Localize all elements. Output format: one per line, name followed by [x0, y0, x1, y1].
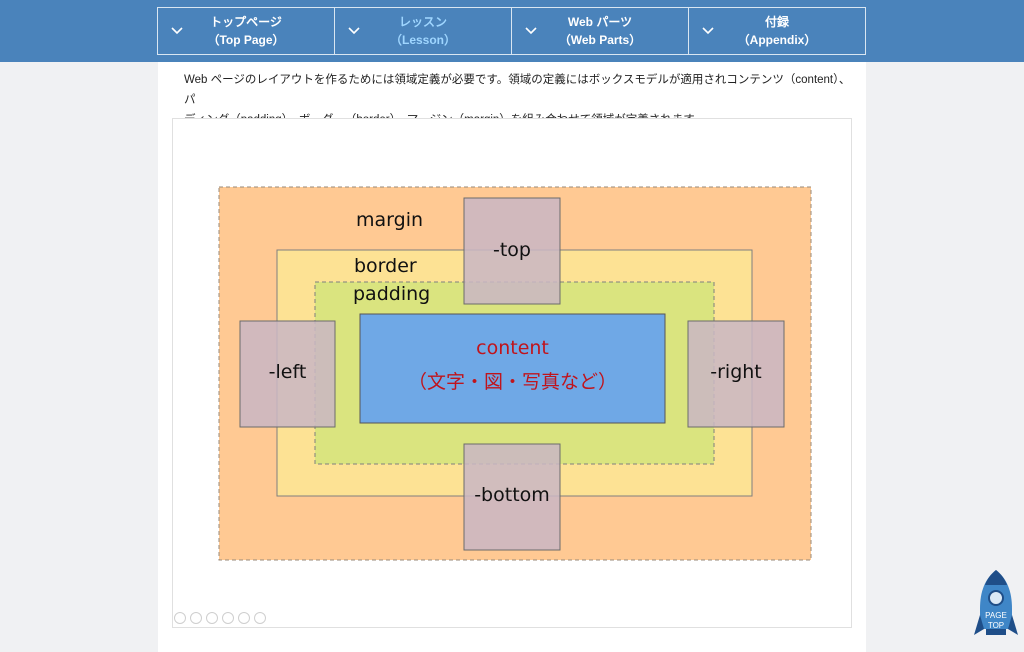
padding-label: padding [353, 283, 431, 305]
nav-item-sublabel: （Lesson） [389, 33, 456, 47]
page-top-button[interactable]: PAGE TOP [974, 569, 1018, 641]
left-overlay [239, 320, 336, 428]
content-area [359, 313, 666, 424]
global-nav: トップページ （Top Page） レッスン （Lesson） Web パーツ … [157, 7, 866, 55]
nav-item-appendix[interactable]: 付録 （Appendix） [689, 8, 865, 54]
copy-icon[interactable] [222, 612, 234, 624]
margin-label: margin [356, 209, 424, 231]
play-icon[interactable] [190, 612, 202, 624]
more-icon[interactable] [254, 612, 266, 624]
intro-line: Web ページのレイアウトを作るためには領域定義が必要です。領域の定義にはボック… [184, 74, 851, 106]
chevron-down-icon [348, 27, 360, 35]
chevron-down-icon [702, 27, 714, 35]
nav-item-label: レッスン [398, 15, 447, 29]
bottom-overlay [463, 443, 561, 551]
nav-item-sublabel: （Top Page） [207, 33, 285, 47]
zoom-icon[interactable] [238, 612, 250, 624]
chevron-down-icon [171, 27, 183, 35]
figure-toolbar [174, 612, 266, 624]
top-label: -top [493, 239, 531, 261]
top-overlay [463, 197, 561, 305]
border-label: border [354, 255, 417, 277]
nav-item-sublabel: （Web Parts） [558, 33, 642, 47]
content-sublabel: （文字・図・写真など） [407, 371, 617, 393]
right-overlay [687, 320, 785, 428]
header-bar [0, 0, 1024, 62]
content-label: content [476, 337, 549, 359]
nav-item-label: 付録 [764, 15, 789, 29]
page-top-label: PAGE [985, 611, 1007, 620]
prev-icon[interactable] [174, 612, 186, 624]
nav-item-label: Web パーツ [567, 15, 633, 29]
page-top-label: TOP [987, 621, 1005, 630]
chevron-down-icon [525, 27, 537, 35]
bottom-label: -bottom [474, 484, 550, 506]
pen-icon[interactable] [206, 612, 218, 624]
nav-item-web-parts[interactable]: Web パーツ （Web Parts） [512, 8, 689, 54]
nav-item-top-page[interactable]: トップページ （Top Page） [158, 8, 335, 54]
nav-item-label: トップページ [210, 15, 282, 29]
right-label: -right [710, 361, 762, 383]
left-label: -left [268, 361, 307, 383]
rocket-icon [974, 570, 1018, 635]
nav-item-lesson[interactable]: レッスン （Lesson） [335, 8, 512, 54]
nav-item-sublabel: （Appendix） [737, 33, 817, 47]
